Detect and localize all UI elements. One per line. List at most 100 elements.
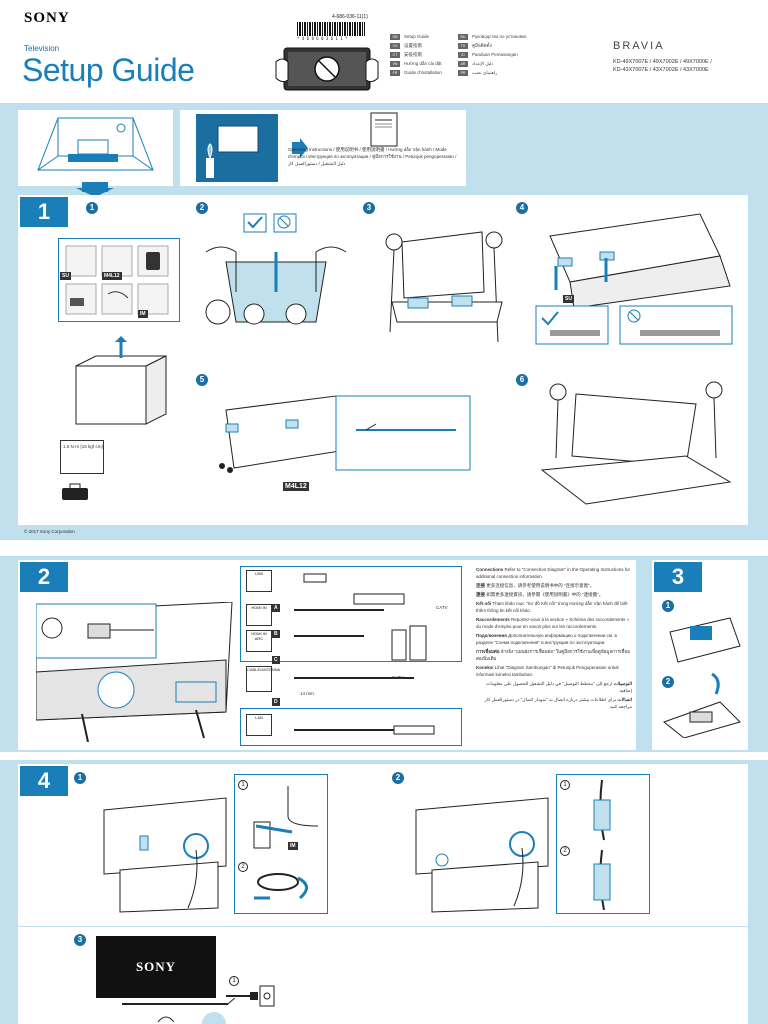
connection-note: 連接 如需更多連接資訊，請參閱《使用說明書》中的 "連接圖"。 bbox=[476, 592, 604, 597]
lift-tv-illustration bbox=[385, 231, 503, 343]
room-with-tv-illustration bbox=[37, 117, 154, 171]
product-type: Television bbox=[24, 44, 60, 53]
manual-booklet-icon bbox=[370, 112, 398, 147]
divider bbox=[18, 926, 748, 927]
series-name: BRAVIA bbox=[613, 40, 665, 52]
step1-number: 1 bbox=[20, 197, 68, 227]
step3-number: 3 bbox=[654, 562, 702, 592]
connection-note: การเชื่อมต่อ อ้างอิง "แผนผังการเชื่อมต่อ… bbox=[476, 649, 631, 661]
model-line: KD-49X7007E / 49X7002E / 49X7000E / bbox=[613, 59, 712, 65]
hdmi-arc-port: HDMI IN ARC bbox=[246, 630, 272, 652]
cable-bundle-back-illustration bbox=[415, 797, 549, 913]
connection-code: C bbox=[272, 656, 280, 664]
barcode bbox=[297, 22, 365, 36]
connection-note: التوصيلات ارجع إلى "مخطط التوصيل" في دلي… bbox=[486, 681, 632, 693]
power-cord-illustration bbox=[122, 998, 236, 1024]
box-unpacking-illustration bbox=[75, 336, 167, 425]
detail-step: 2 bbox=[560, 846, 570, 856]
model-line: KD-43X7007E / 43X7002E / 43X7000E bbox=[613, 67, 709, 73]
screwdriver-case-icon bbox=[62, 483, 88, 500]
connections-notes: Connections Refer to "Connection Diagram… bbox=[476, 566, 632, 712]
step4-substep: 3 bbox=[74, 934, 86, 946]
cable-bundle-detail-panel bbox=[556, 774, 650, 914]
part-tag: SU bbox=[60, 272, 71, 280]
detail-step: 1 bbox=[238, 780, 248, 790]
two-people-unpack-illustration bbox=[205, 213, 347, 325]
barcode-digits: * 4 6 8 6 0 3 6 1 1 * bbox=[297, 36, 348, 41]
connection-code: D bbox=[272, 698, 280, 706]
cable-clip-detail-panel bbox=[234, 774, 328, 914]
usb-port: USB bbox=[246, 570, 272, 592]
antenna-port: CABLE/ANTENNA bbox=[246, 666, 280, 692]
step4-substep: 2 bbox=[392, 772, 404, 784]
operating-instructions-caption: Operating Instructions / 使用说明书 / 使用說明書 /… bbox=[288, 147, 457, 166]
arrow-right-icon bbox=[292, 138, 308, 158]
part-tag: IM bbox=[138, 310, 148, 318]
part-tag: IM bbox=[288, 842, 298, 850]
step1-substep: 1 bbox=[86, 202, 98, 214]
connection-note: Kết nối Tham khảo mục "Sơ đồ Kết nối" tr… bbox=[476, 601, 628, 613]
connection-note: 连接 更多连接信息，请参考使用说明书中的 "连接示意图"。 bbox=[476, 583, 595, 588]
detail-step: 1 bbox=[560, 780, 570, 790]
torque-box: 1.5 N·m {15 kgf·cm} bbox=[60, 440, 104, 474]
step1-substep: 3 bbox=[363, 202, 375, 214]
cables-illustration bbox=[294, 573, 435, 735]
step4-substep: 1 bbox=[74, 772, 86, 784]
model-list: KD-49X7007E / 49X7002E / 49X7000E / KD-4… bbox=[613, 58, 712, 74]
connection-note: اتصالات برای اطلاعات بیشتر درباره اتصال … bbox=[484, 697, 632, 709]
step1-substep: 6 bbox=[516, 374, 528, 386]
part-number: 4-686-036-11(1) bbox=[332, 14, 368, 20]
connection-code: A bbox=[272, 604, 280, 612]
step3-substep: 2 bbox=[662, 676, 674, 688]
copyright: © 2017 Sony Corporation bbox=[24, 529, 75, 534]
remote-battery-illustration bbox=[662, 617, 741, 738]
screw-stand-illustration bbox=[219, 395, 471, 473]
operating-instructions-panel: Operating Instructions / 使用说明书 / 使用說明書 /… bbox=[180, 110, 466, 186]
supplied-parts-illustration bbox=[58, 238, 180, 322]
cable-clip-steps-illustration bbox=[253, 786, 319, 900]
step4-number: 4 bbox=[20, 766, 68, 796]
arrow-down-icon bbox=[82, 182, 108, 192]
cable-size: 14 mm bbox=[300, 691, 314, 696]
connection-note: Raccordements Reportez-vous à la section… bbox=[476, 617, 630, 629]
attach-stand-illustration bbox=[535, 213, 733, 345]
hdmi-usb-connection-area bbox=[240, 566, 462, 662]
connection-note: Connections Refer to "Connection Diagram… bbox=[476, 567, 631, 579]
arrow-head-icon bbox=[76, 188, 114, 197]
page-title: Setup Guide bbox=[22, 52, 195, 88]
step1-substep: 5 bbox=[196, 374, 208, 386]
part-tag: SU bbox=[563, 295, 574, 303]
connection-note: Koneksi Lihat "Diagram Sambungan" di Pet… bbox=[476, 665, 619, 677]
detail-step: 2 bbox=[238, 862, 248, 872]
tv-back-panel-illustration bbox=[36, 602, 233, 742]
step1-substep: 4 bbox=[516, 202, 528, 214]
step2-number: 2 bbox=[20, 562, 68, 592]
hdmi-port: HDMI IN bbox=[246, 604, 272, 626]
lan-connection-area bbox=[240, 708, 462, 746]
catv-label: CATV bbox=[436, 605, 448, 610]
wall-tv-illustration bbox=[196, 114, 278, 182]
step3-substep: 1 bbox=[662, 600, 674, 612]
screw-tag: M4L12 bbox=[283, 482, 309, 491]
step1-substep: 2 bbox=[196, 202, 208, 214]
cable-bundle-steps-illustration bbox=[593, 780, 611, 910]
wall-outlet-plug-illustration bbox=[226, 985, 275, 1007]
cable-management-back-illustration bbox=[103, 797, 227, 913]
lan-port: LAN bbox=[246, 714, 272, 736]
room-illustration-panel bbox=[18, 110, 173, 186]
tv-screen: SONY bbox=[96, 936, 216, 998]
do-not-touch-screen-illustration bbox=[275, 47, 379, 91]
sony-logo: SONY bbox=[24, 10, 70, 26]
connection-code: B bbox=[272, 630, 280, 638]
place-tv-illustration bbox=[540, 381, 732, 505]
